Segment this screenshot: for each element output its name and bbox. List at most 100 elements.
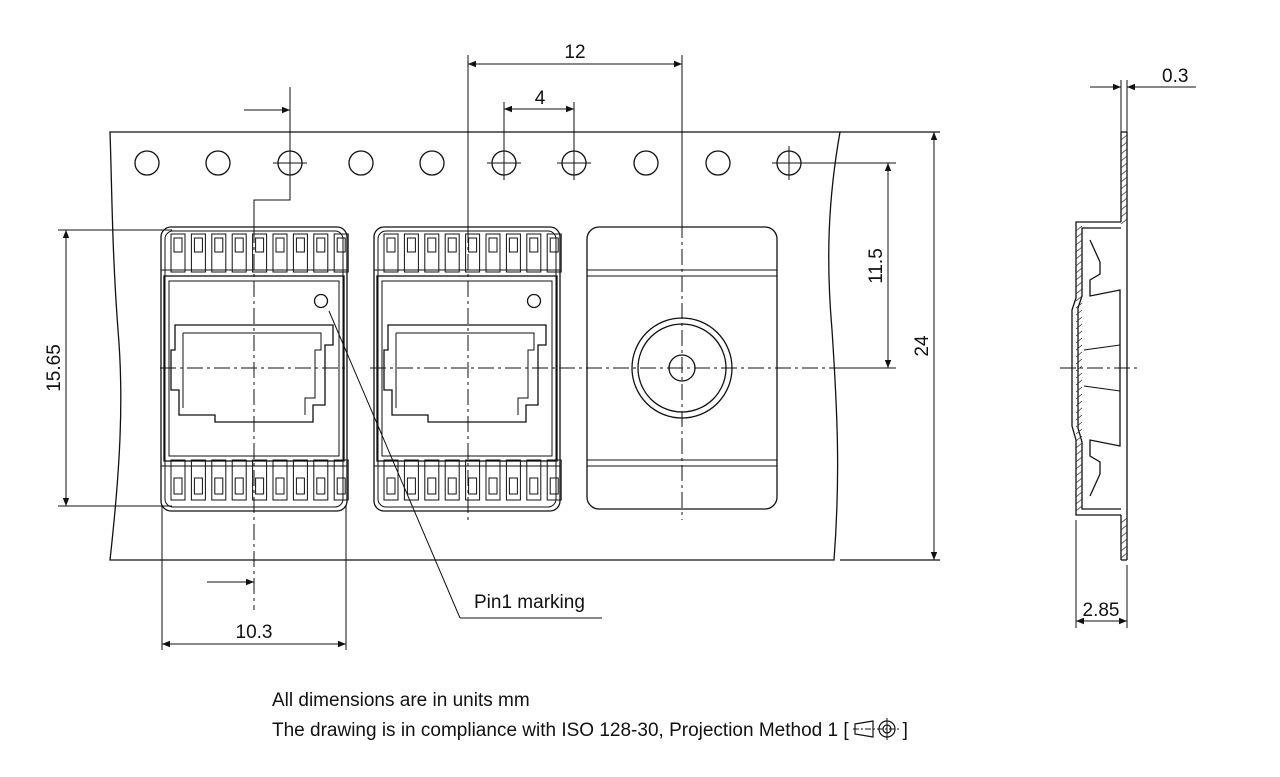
pin-bottom [465,459,481,501]
pin-top-pad [508,237,518,253]
pin-bottom [292,459,308,501]
dim-12-label: 12 [564,42,585,63]
pin-bottom [252,459,268,501]
pin-top-pad [406,237,416,253]
pocket-outline [373,226,561,512]
pin-bottom-pad [468,477,478,495]
component-pad [170,324,334,423]
pin-top-pad [173,237,183,253]
pocket-inner-outline [377,230,557,508]
dim-0-3-label: 0.3 [1162,66,1188,87]
pin-top-pad [488,237,498,253]
dim-15-65: 15.65 [44,229,172,507]
section-hatch [1075,477,1083,484]
section-hatch [1075,393,1083,400]
dim-2-85-label: 2.85 [1083,600,1120,621]
pin-bottom-pad [427,477,437,495]
pin-bottom-pad [234,477,244,495]
pin-bottom [211,459,227,501]
section-hatch [1075,358,1083,365]
pin-top [526,233,542,273]
pin-top-pad [234,237,244,253]
pin-bottom-pad [549,477,559,495]
section-hatch [1120,524,1128,531]
pin-top-pad [316,237,326,253]
section-hatch [1120,517,1128,524]
pin-top [190,233,206,273]
pin1-dot [526,293,542,309]
pin-bottom [383,459,399,501]
dim-11-5: 11.5 [810,162,896,369]
pin-top-pad [529,237,539,253]
pin-bottom [485,459,501,501]
pin-bottom [505,459,521,501]
pin-bottom-pad [193,477,203,495]
section-hatch [1075,288,1083,295]
section-hatch [1120,211,1128,218]
section-hatch [1120,162,1128,169]
pin-bottom-pad [214,477,224,495]
sprocket-hole [348,150,374,176]
first-angle-projection-icon [852,718,899,740]
section-hatch [1075,400,1083,407]
compliance-note: The drawing is in compliance with ISO 12… [272,717,908,742]
section-hatch [1075,302,1083,309]
dim-4: 4 [503,88,575,178]
compliance-text: The drawing is in compliance with ISO 12… [272,720,849,741]
pin-top [444,233,460,273]
section-hatch [1075,421,1083,428]
section-hatch [1075,491,1083,498]
pin-bottom [190,459,206,501]
section-hatch [1075,470,1083,477]
dim-4-label: 4 [535,88,546,109]
pin-top [424,233,440,273]
offset-marks [207,87,291,586]
carrier-tape [109,131,940,561]
section-hatch [1120,183,1128,190]
pin-top-pad [255,237,265,253]
component-pad [383,324,547,423]
pin1-dot [313,293,329,309]
section-hatch [1075,351,1083,358]
pin-bottom-pad [447,477,457,495]
pin-top-pad [295,237,305,253]
pin-top [485,233,501,273]
section-hatch [1075,344,1083,351]
component-pad-inner [182,332,322,415]
section-hatch [1075,414,1083,421]
section-hatch [1075,337,1083,344]
section-hatch [1075,449,1083,456]
pin-top [383,233,399,273]
section-hatch [1075,309,1083,316]
pin-bottom-pad [295,477,305,495]
pin-bottom [272,459,288,501]
pin-bottom-pad [406,477,416,495]
section-hatch [1075,386,1083,393]
section-hatch [1120,190,1128,197]
pin1-callout: Pin1 marking [328,310,602,619]
pin-bottom-pad [336,477,346,495]
section-hatch [1075,379,1083,386]
pin-top [546,233,562,273]
section-hatch [1120,148,1128,155]
pin-bottom [424,459,440,501]
units-note: All dimensions are in units mm [272,690,530,711]
pin-bottom [333,459,349,501]
section-hatch [1075,260,1083,267]
pin-bottom [170,459,186,501]
section-hatch [1120,176,1128,183]
pin-bottom-pad [529,477,539,495]
pin-top [252,233,268,273]
dim-24: 24 [912,132,938,560]
pin-top-pad [447,237,457,253]
section-hatch [1075,365,1083,372]
pin-bottom [403,459,419,501]
pin-top [231,233,247,273]
pin-top-pad [386,237,396,253]
pin-top [465,233,481,273]
pin-top [505,233,521,273]
pin-top [292,233,308,273]
dim-10-3-label: 10.3 [236,622,273,643]
dim-2-85: 2.85 [1075,520,1128,628]
section-hatch [1075,232,1083,239]
